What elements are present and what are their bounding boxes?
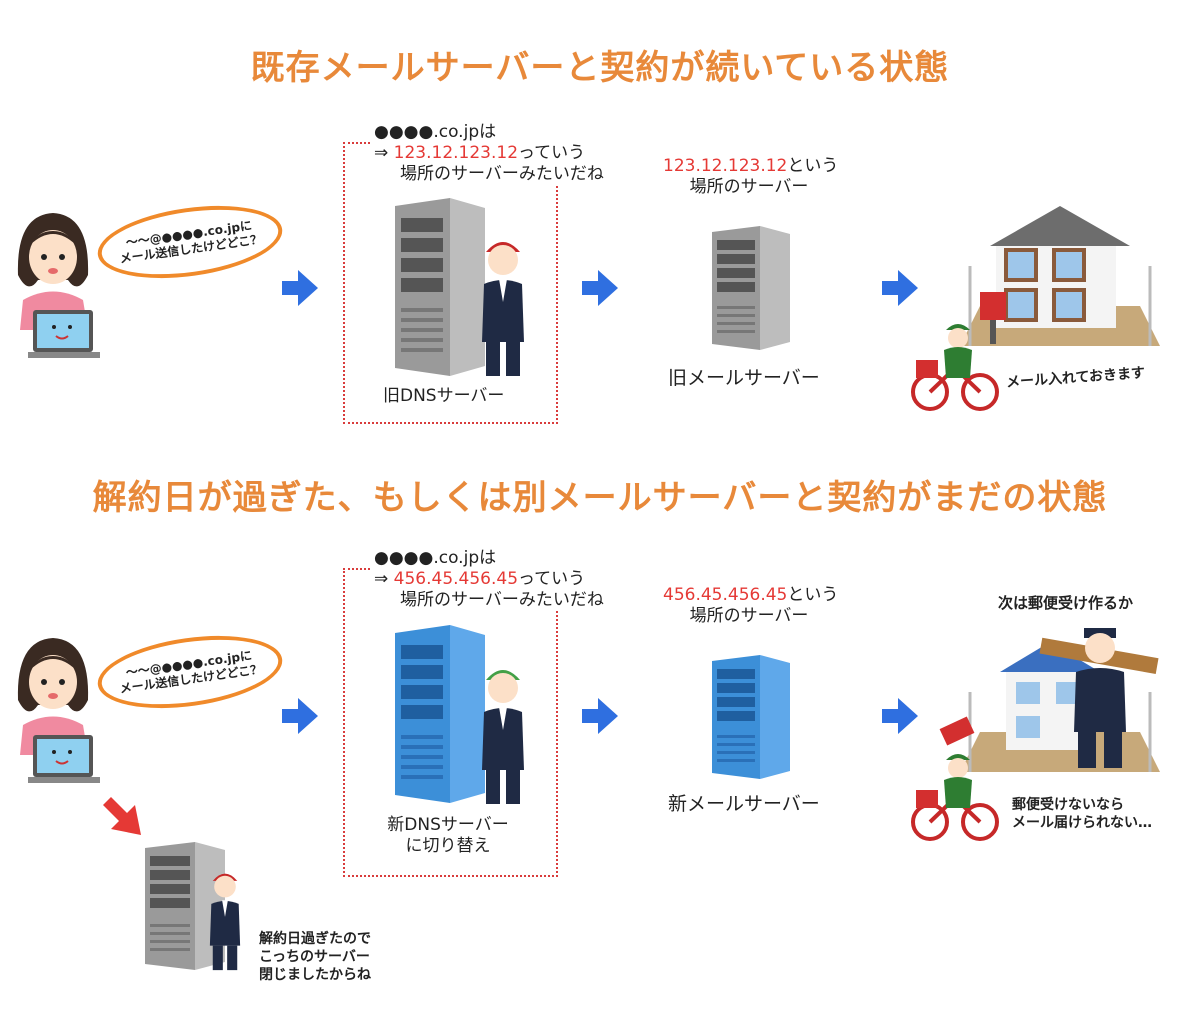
section1-title: 既存メールサーバーと契約が続いている状態 (250, 48, 950, 88)
speech-bubble: 〜〜@●●●●.co.jpに メール送信したけどどこ？ (93, 625, 287, 719)
old-server-line3: 閉じましたからね (259, 967, 371, 983)
postman-line1: 郵便受けないなら (1012, 797, 1124, 813)
old-server-line1: 解約日過ぎたので (259, 931, 371, 947)
result-arrow: ⇒ (374, 143, 389, 163)
postman-speech: 郵便受けないなら メール届けられない… (1012, 796, 1152, 832)
speech-bubble: 〜〜@●●●●.co.jpに メール送信したけどどこ？ (93, 195, 287, 289)
mail-server-tower-icon (712, 226, 790, 350)
dns-ip: 456.45.456.45 (393, 569, 519, 589)
technician-green-cap-icon (482, 670, 524, 804)
arrow-right-icon (282, 698, 318, 734)
dns-ip-suffix: っていう (518, 569, 586, 589)
technician-red-cap-icon (482, 242, 524, 376)
server-ip: 123.12.123.12 (663, 156, 788, 176)
carpenter-icon (1039, 628, 1159, 768)
mail-server-label: 旧メールサーバー (668, 367, 820, 389)
arrow-right-icon (582, 698, 618, 734)
technician-red-cap-icon (209, 873, 241, 971)
arrow-right-icon (882, 270, 918, 306)
dns-ip-suffix: っていう (518, 143, 586, 163)
section2-title: 解約日が過ぎた、もしくは別メールサーバーと契約がまだの状態 (92, 478, 1108, 518)
woman-with-laptop-icon (17, 213, 100, 358)
dns-domain: ●●●●.co.jpは (374, 122, 497, 142)
dns-ip: 123.12.123.12 (393, 143, 519, 163)
dns-label-line2: に切り替え (405, 836, 491, 856)
dns-line3: 場所のサーバーみたいだね (400, 164, 604, 184)
dns-lookup-note: ●●●●.co.jpは ⇒ 456.45.456.45っていう 場所のサーバーみ… (370, 548, 608, 611)
mail-server-tower-icon (712, 655, 790, 779)
dns-server-tower-icon (395, 198, 485, 376)
server-ip-suffix: という (787, 156, 839, 176)
dns-server-label: 新DNSサーバー に切り替え (372, 815, 524, 857)
arrow-right-icon (582, 270, 618, 306)
arrow-right-icon (882, 698, 918, 734)
old-server-note: 解約日過ぎたので こっちのサーバー 閉じましたからね (259, 930, 371, 984)
woman-with-laptop-icon (17, 638, 100, 783)
carpenter-speech: 次は郵便受け作るか (998, 594, 1134, 612)
dns-server-label: 旧DNSサーバー (383, 386, 505, 406)
dns-server-tower-icon (395, 625, 485, 803)
postman-bicycle-icon (911, 716, 999, 841)
postman-line2: メール届けられない… (1012, 815, 1152, 831)
mail-server-label: 新メールサーバー (668, 793, 820, 815)
dns-label-line1: 新DNSサーバー (387, 815, 509, 835)
dns-line3: 場所のサーバーみたいだね (400, 590, 604, 610)
mail-server-note: 123.12.123.12という 場所のサーバー (663, 156, 839, 198)
postman-bicycle-icon (911, 324, 999, 411)
dns-lookup-note: ●●●●.co.jpは ⇒ 123.12.123.12っていう 場所のサーバーみ… (370, 122, 608, 185)
house-with-mailbox-icon (960, 206, 1160, 346)
server-line2: 場所のサーバー (689, 606, 809, 626)
result-arrow: ⇒ (374, 569, 389, 589)
mail-server-note: 456.45.456.45という 場所のサーバー (663, 585, 839, 627)
arrow-down-right-icon (103, 797, 141, 835)
server-line2: 場所のサーバー (689, 177, 809, 197)
postman-speech: メール入れておきます (1005, 365, 1146, 391)
closed-old-server-icon (145, 842, 225, 970)
server-ip: 456.45.456.45 (663, 585, 788, 605)
old-server-line2: こっちのサーバー (259, 949, 370, 965)
dns-domain: ●●●●.co.jpは (374, 548, 497, 568)
server-ip-suffix: という (787, 585, 839, 605)
arrow-right-icon (282, 270, 318, 306)
